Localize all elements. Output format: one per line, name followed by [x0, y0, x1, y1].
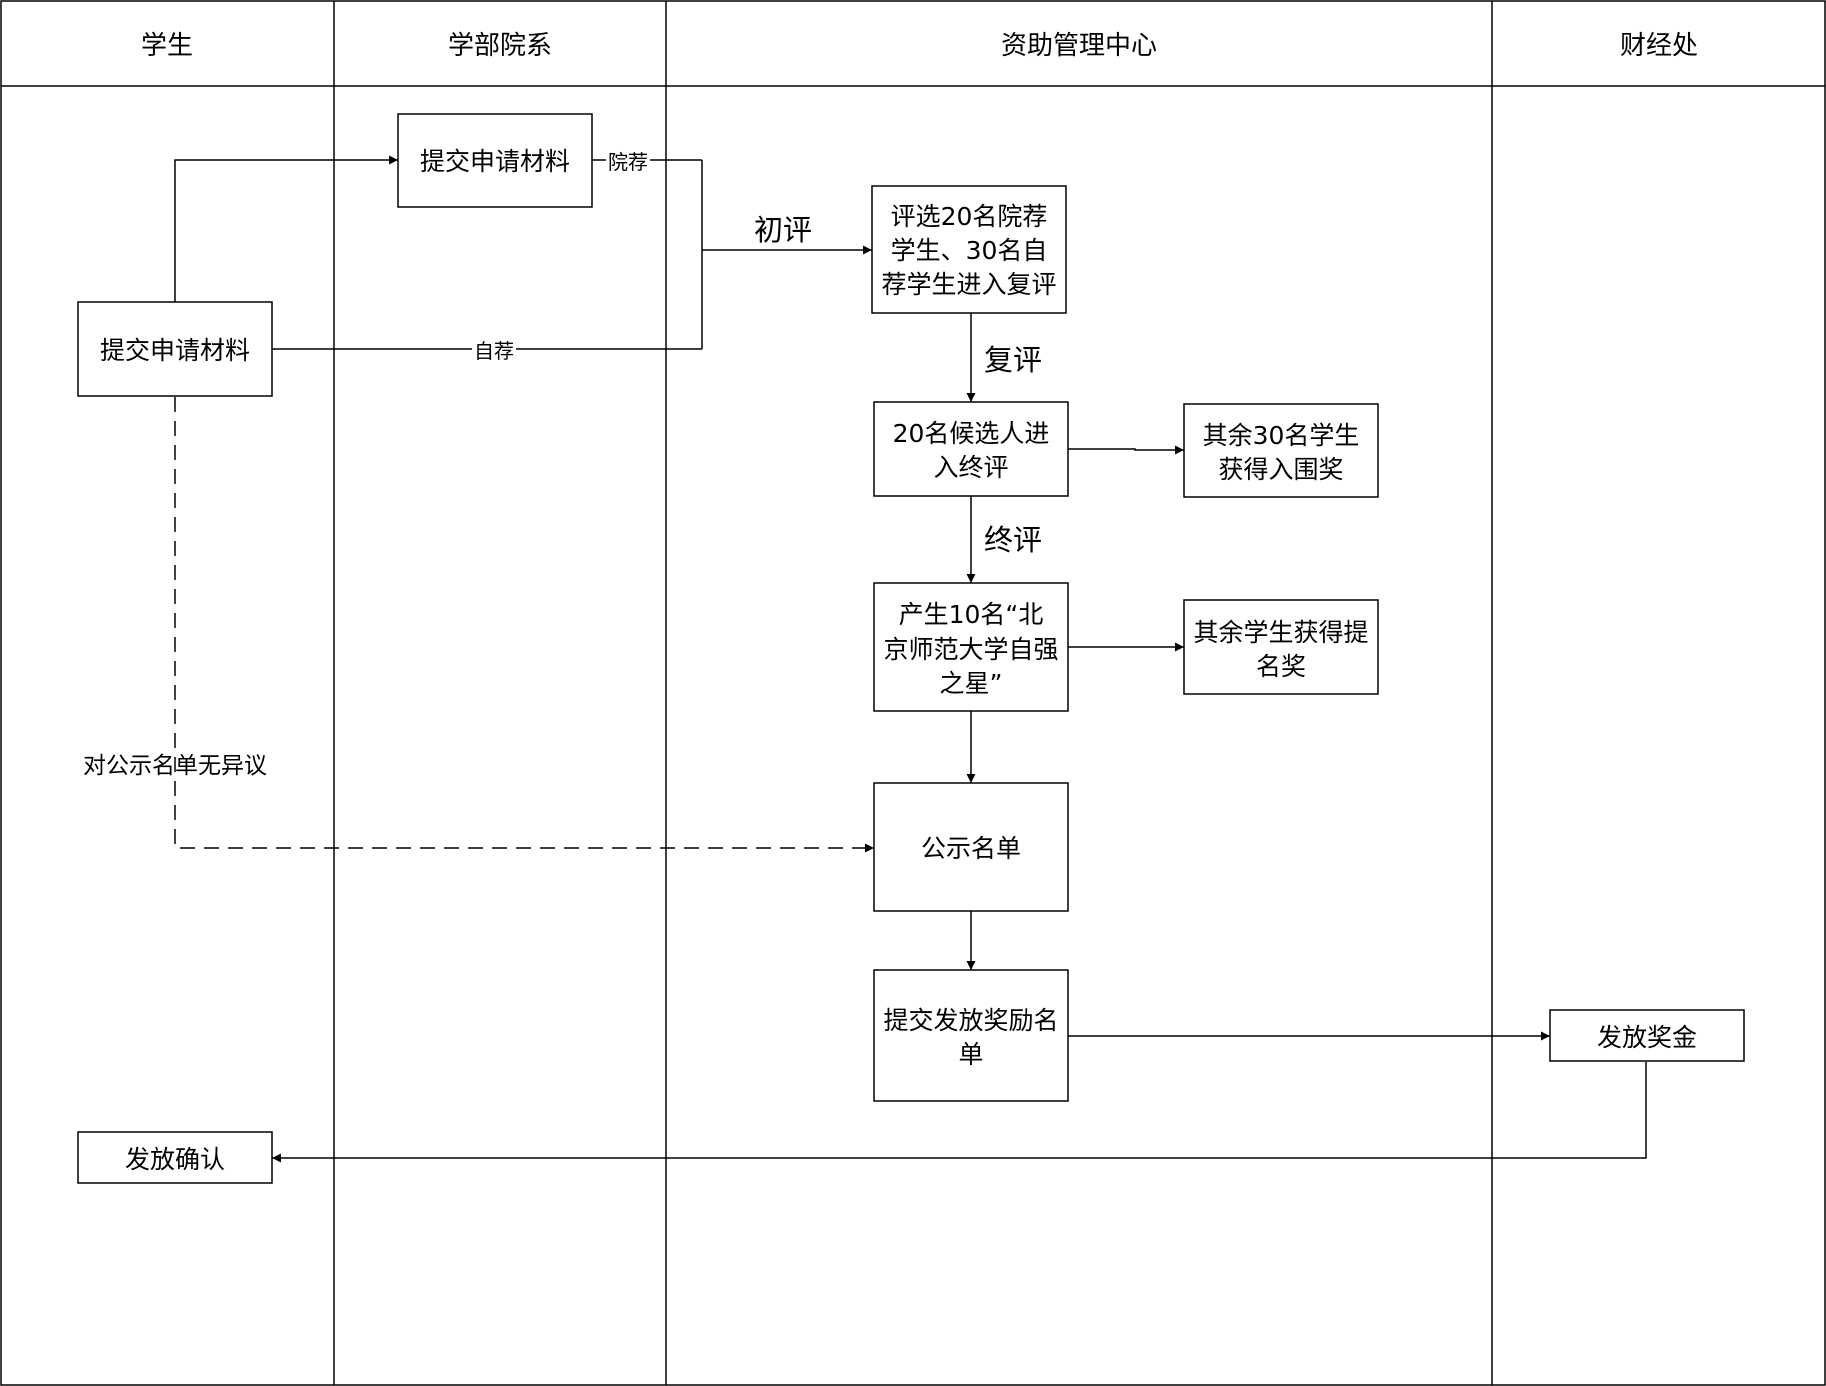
- lane-header-center: 资助管理中心: [1001, 31, 1157, 61]
- label-backing-self-recommend: [472, 337, 516, 361]
- node-shortlist-line1: 评选20名院荐: [891, 202, 1048, 231]
- lane-header-department: 学部院系: [448, 31, 552, 61]
- node-candidates-box: [873, 401, 1069, 497]
- edge-label-dept-recommend: 院荐: [608, 150, 648, 174]
- label-backing-dept-recommend: [606, 148, 650, 172]
- node-top10-line1: 产生10名“北: [899, 600, 1044, 629]
- node-nomination-award-line1: 其余学生获得提: [1193, 618, 1368, 647]
- node-finalist-award-box: [1183, 403, 1379, 498]
- node-top10-line3: 之星”: [940, 669, 1003, 698]
- node-candidates-line2: 入终评: [933, 453, 1008, 482]
- edge-label-final-review: 终评: [984, 523, 1042, 557]
- edge-student-to-dept: [174, 155, 398, 302]
- node-confirm-box: [77, 1131, 273, 1184]
- edge-no-objection: [174, 397, 874, 853]
- node-confirm: 发放确认: [125, 1145, 225, 1174]
- node-finalist-award-line2: 获得入围奖: [1218, 455, 1343, 484]
- lane-header-student: 学生: [141, 31, 193, 61]
- node-top10-line2: 京师范大学自强: [883, 635, 1058, 664]
- node-dept-submit: 提交申请材料: [420, 147, 570, 176]
- node-shortlist-line2: 学生、30名自: [891, 236, 1048, 265]
- node-submit-list-box: [873, 969, 1069, 1102]
- edge-label-self-recommend: 自荐: [474, 339, 514, 363]
- node-submit-list-line2: 单: [958, 1040, 983, 1069]
- node-nomination-award-box: [1183, 599, 1379, 695]
- node-pay-bonus: 发放奖金: [1597, 1023, 1697, 1052]
- node-student-submit: 提交申请材料: [100, 336, 250, 365]
- node-shortlist-line3: 荐学生进入复评: [881, 270, 1056, 299]
- node-pay-bonus-box: [1549, 1009, 1745, 1062]
- node-publicity-box: [873, 782, 1069, 912]
- node-publicity: 公示名单: [921, 834, 1021, 863]
- node-finalist-award-line1: 其余30名学生: [1203, 421, 1360, 450]
- edge-to-confirm: [272, 1062, 1647, 1163]
- node-student-submit-box: [77, 301, 273, 397]
- node-shortlist-box: [871, 185, 1067, 314]
- node-nomination-award-line2: 名奖: [1256, 652, 1306, 681]
- node-submit-list-line1: 提交发放奖励名: [883, 1006, 1058, 1035]
- node-top10-box: [873, 582, 1069, 712]
- edge-to-finalist-award: [1068, 445, 1184, 455]
- lane-header-finance: 财经处: [1620, 31, 1698, 61]
- edge-label-no-objection: 对公示名单无异议: [83, 753, 267, 779]
- edge-label-second-review: 复评: [984, 343, 1042, 377]
- edge-label-first-review: 初评: [754, 213, 812, 247]
- node-candidates-line1: 20名候选人进: [893, 419, 1050, 448]
- node-dept-submit-box: [397, 113, 593, 208]
